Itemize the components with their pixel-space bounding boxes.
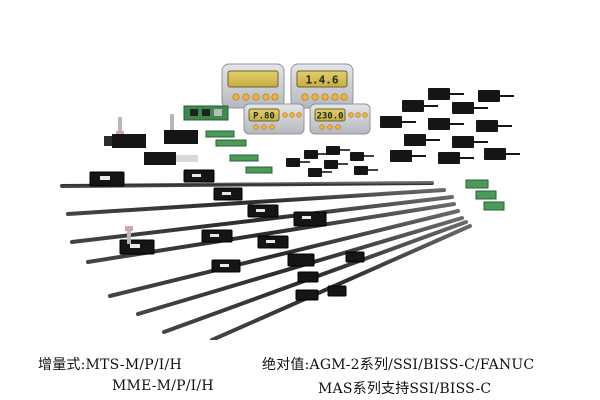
small-read-heads [286, 88, 520, 177]
absolute-models-line-2: MAS系列支持SSI/BISS-C [318, 381, 492, 397]
incremental-models-line-1: 增量式:MTS-M/P/I/H [38, 357, 182, 373]
block-encoder-left [104, 117, 146, 148]
display-readout: 230.0 [316, 112, 343, 122]
block-encoder-mid [164, 114, 198, 144]
display-readout: P.80 [253, 112, 275, 122]
display-unit-3: P.80 [243, 103, 305, 135]
product-scene: 1.4.6 P.80 230.0 [60, 63, 520, 340]
circuit-board-small [205, 130, 505, 211]
display-readout: 1.4.6 [305, 74, 338, 87]
block-encoder-row [144, 152, 198, 165]
circuit-board-large [183, 105, 229, 121]
display-unit-4: 230.0 [309, 103, 371, 135]
display-unit-2: 1.4.6 [290, 63, 354, 109]
read-head-labels [100, 174, 311, 267]
incremental-models-line-2: MME-M/P/I/H [112, 378, 214, 394]
display-unit-1 [221, 63, 285, 109]
block-encoder-right-post [125, 226, 133, 244]
absolute-models-line-1: 绝对值:AGM-2系列/SSI/BISS-C/FANUC [262, 357, 535, 373]
